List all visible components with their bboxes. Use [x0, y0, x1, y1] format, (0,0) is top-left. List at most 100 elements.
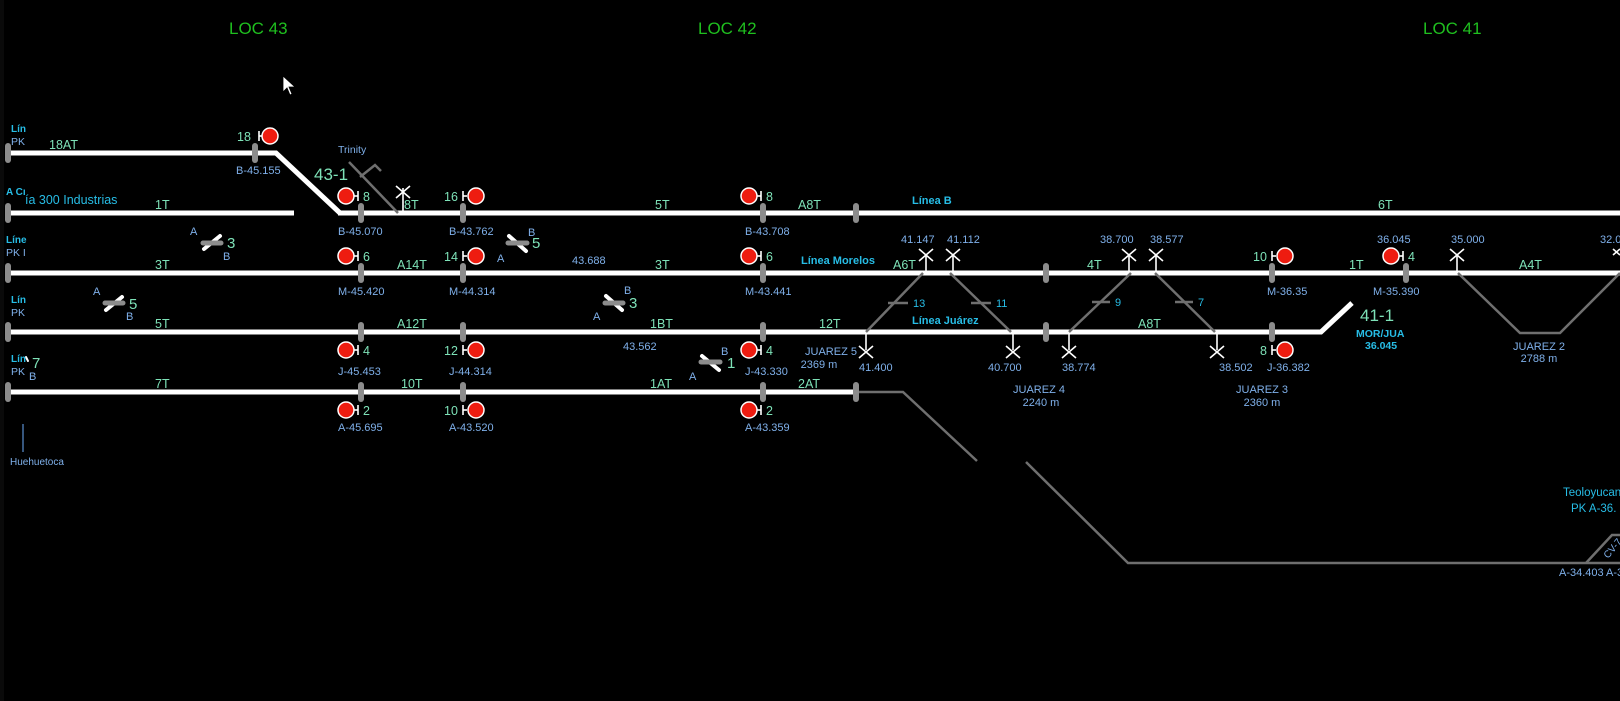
km-point-labels: 43.688 43.562 41.147 41.112 41.400 40.70… — [572, 234, 1620, 579]
signal-number: 14 — [444, 250, 458, 264]
signal-4-m35390[interactable]: 4 — [1382, 247, 1415, 265]
signal-6-m45420[interactable]: 6 — [337, 247, 370, 265]
loc-label-42: LOC 42 — [698, 19, 757, 38]
siding-length: 2788 m — [1521, 353, 1558, 365]
trap-point-8T[interactable] — [395, 185, 411, 211]
switch-number: 5 — [129, 296, 137, 313]
line-name-b: Línea B — [912, 195, 952, 207]
km-label: M-45.420 — [338, 286, 384, 298]
trinity-label: Trinity — [338, 144, 367, 156]
trap-point-38700[interactable] — [1121, 248, 1137, 271]
tc-label: 5T — [655, 198, 670, 212]
switch-number: 3 — [227, 235, 235, 252]
trap-point-41112[interactable] — [945, 248, 961, 271]
signal-4-j43330[interactable]: 4 — [740, 341, 773, 359]
signal-lamp — [337, 247, 355, 265]
km-point: 35.000 — [1451, 234, 1485, 246]
trap-point-38502[interactable] — [1209, 334, 1225, 359]
switch-number: 1 — [727, 355, 735, 372]
signals: 18 8 16 8 6 14 — [237, 127, 1415, 419]
track-linea-juarez[interactable] — [8, 301, 1354, 335]
trap-point-40700[interactable] — [1005, 334, 1021, 359]
switch-5-mid[interactable]: 5 A B — [497, 227, 540, 265]
siding-length: 2369 m — [801, 359, 838, 371]
signal-number: 18 — [237, 130, 251, 144]
signal-lamp — [337, 341, 355, 359]
signal-10-m3635[interactable]: 10 — [1253, 247, 1294, 265]
line-name-juarez: Línea Juárez — [912, 315, 979, 327]
mor-jua-km: 36.045 — [1365, 340, 1397, 352]
km-point: A-34.403 — [1559, 567, 1604, 579]
signal-12[interactable]: 12 — [444, 341, 485, 359]
switch-leg-b: B — [624, 285, 631, 297]
station-teoloyucan-pk: PK A-36. — [1571, 503, 1616, 515]
switch-3-mid[interactable]: 3 A B — [593, 285, 637, 323]
switch-5-left[interactable]: 5 A B — [93, 286, 137, 323]
signal-lamp — [467, 247, 485, 265]
trap-point-38577[interactable] — [1148, 248, 1164, 271]
cv-label: CV-7 — [1602, 536, 1620, 560]
signal-number: 12 — [444, 344, 458, 358]
km-point: 38.502 — [1219, 362, 1253, 374]
signal-number: 10 — [444, 404, 458, 418]
switch-1-mid[interactable]: 1 A B — [689, 346, 735, 383]
signal-lamp — [337, 187, 355, 205]
trap-points — [395, 185, 1620, 359]
tc-label: 10T — [401, 377, 423, 391]
signal-2-a43359[interactable]: 2 — [740, 401, 773, 419]
left-label: Lín — [11, 354, 26, 365]
line-to-teoloyucan-b — [1025, 461, 1620, 565]
km-label: M-36.35 — [1267, 286, 1307, 298]
trap-point-32[interactable] — [1612, 248, 1620, 256]
trap-point-41147[interactable] — [918, 248, 934, 271]
trap-point-38774[interactable] — [1061, 334, 1077, 359]
left-line-labels: Lín PK A Cı ía 300 Industrias Líne PK I … — [6, 124, 117, 468]
signal-8-b45070[interactable]: 8 — [337, 187, 370, 205]
siding-name: JUAREZ 3 — [1236, 384, 1288, 396]
switch-leg-b: B — [29, 371, 36, 383]
signal-6-m43441[interactable]: 6 — [740, 247, 773, 265]
signal-2-a45695[interactable]: 2 — [337, 401, 370, 419]
signal-18[interactable]: 18 — [237, 127, 279, 145]
tc-label: 8T — [404, 198, 419, 212]
switch-number: 3 — [629, 295, 637, 312]
switch-leg-a: A — [689, 371, 697, 383]
signal-4-j45453[interactable]: 4 — [337, 341, 370, 359]
left-label: Líne — [6, 235, 27, 246]
tc-label: 4T — [1087, 258, 1102, 272]
signal-14[interactable]: 14 — [444, 247, 485, 265]
siding-juarez-2[interactable] — [1457, 272, 1620, 335]
km-label: M-35.390 — [1373, 286, 1419, 298]
tc-label: 3T — [155, 258, 170, 272]
switch-3-left[interactable]: 3 A B — [190, 226, 235, 263]
mor-jua-label: MOR/JUA — [1356, 328, 1405, 340]
line-name-morelos: Línea Morelos — [801, 255, 875, 267]
switch-leg-b: B — [721, 346, 728, 358]
crossover-41-1[interactable]: 41-1 — [1360, 306, 1394, 325]
line-to-teoloyucan-a — [858, 390, 978, 462]
signal-8-j36382[interactable]: 8 — [1260, 341, 1294, 359]
left-label: Lín — [11, 295, 26, 306]
trap-point-35000[interactable] — [1449, 248, 1465, 271]
switch-leg-a: A — [497, 253, 505, 265]
km-point: 38.577 — [1150, 234, 1184, 246]
signal-lamp — [1382, 247, 1400, 265]
tc-label: 2AT — [798, 377, 820, 391]
left-label: PK I — [6, 247, 26, 259]
trap-point-41400[interactable] — [858, 334, 874, 359]
km-point: 36.045 — [1377, 234, 1411, 246]
crossover-43-1[interactable]: 43-1 — [314, 165, 348, 184]
signal-10-a43520[interactable]: 10 — [444, 401, 485, 419]
signal-16[interactable]: 16 — [444, 187, 485, 205]
km-point: 40.700 — [988, 362, 1022, 374]
switch-7-left[interactable]: 7 B — [25, 355, 40, 383]
tc-label: 5T — [155, 317, 170, 331]
track-18AT[interactable] — [8, 150, 342, 215]
trinity-spur — [348, 161, 399, 214]
inactive-tracks — [22, 161, 1620, 565]
km-label: J-43.330 — [745, 366, 788, 378]
station-teoloyucan: Teoloyucan — [1563, 487, 1620, 499]
tc-label: 1T — [155, 198, 170, 212]
signal-8-b43708[interactable]: 8 — [740, 187, 773, 205]
cv-branch — [1585, 533, 1620, 564]
